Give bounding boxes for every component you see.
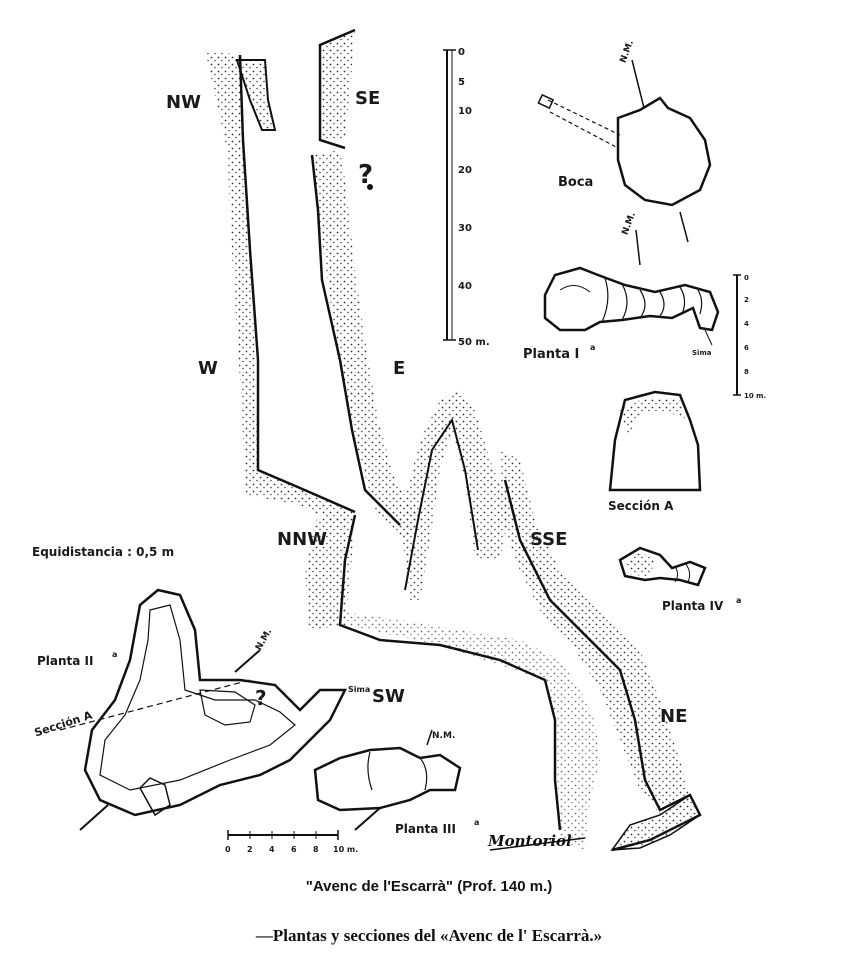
- central-pillar-line: [404, 417, 479, 591]
- bottom-boulders: [610, 793, 701, 851]
- sse-ne-band: [500, 450, 690, 820]
- scale-tick-40: 40: [458, 281, 472, 292]
- bottom-tick-4: 4: [269, 845, 275, 854]
- main-depth-scale: 0 5 10 20 30 40 50 m.: [443, 47, 490, 348]
- small-tick-0: 0: [744, 274, 749, 282]
- label-e: E: [393, 358, 405, 379]
- west-wall-line: [238, 54, 356, 514]
- north-label-planta-3: N.M.: [432, 731, 455, 741]
- signature-text: Montoriol: [487, 832, 572, 850]
- label-equidistancia: Equidistancia : 0,5 m: [32, 545, 174, 559]
- north-label-planta-1: N.M.: [621, 211, 638, 236]
- label-sse: SSE: [530, 529, 567, 550]
- se-wall-line: [318, 28, 356, 150]
- scale-tick-10: 10: [458, 106, 472, 117]
- seccion-a: Sección A: [608, 390, 702, 513]
- label-planta-4: Planta IV: [662, 599, 724, 613]
- label-w: W: [198, 358, 218, 379]
- figure-inner-caption: "Avenc de l'Escarrà" (Prof. 140 m.): [305, 878, 553, 895]
- planta-4: Planta IV a: [618, 546, 741, 613]
- figure-caption: —Plantas y secciones del «Avenc de l' Es…: [255, 926, 603, 945]
- label-nw: NW: [166, 92, 201, 113]
- bottom-tick-8: 8: [313, 845, 319, 854]
- boca-plan: N.M. Boca: [537, 39, 712, 243]
- planta-1: N.M. Planta I a Sima: [523, 211, 720, 362]
- scale-tick-30: 30: [458, 223, 472, 234]
- question-mark-2: ?: [255, 686, 267, 710]
- label-boca: Boca: [558, 175, 593, 190]
- small-tick-4: 4: [744, 320, 749, 328]
- label-planta-2-sup: a: [112, 650, 117, 659]
- label-planta-1: Planta I: [523, 347, 579, 362]
- central-pillar: [400, 390, 510, 600]
- label-nnw: NNW: [277, 529, 327, 550]
- bottom-tick-0: 0: [225, 845, 231, 854]
- se-wall-band: [320, 30, 355, 140]
- label-planta-1-sup: a: [590, 343, 595, 352]
- scale-tick-0: 0: [458, 47, 465, 58]
- bottom-tick-10: 10 m.: [333, 845, 358, 854]
- east-wall-line: [310, 154, 401, 526]
- label-planta-2: Planta II: [37, 654, 94, 668]
- lower-band: [305, 610, 600, 850]
- small-tick-8: 8: [744, 368, 749, 376]
- small-tick-6: 6: [744, 344, 749, 352]
- scale-tick-50: 50 m.: [458, 337, 490, 348]
- label-planta-3: Planta III: [395, 822, 456, 836]
- bottom-tick-6: 6: [291, 845, 297, 854]
- label-sima-2: Sima: [348, 685, 370, 694]
- small-depth-scale: 0 2 4 6 8 10 m.: [733, 274, 766, 400]
- scale-tick-20: 20: [458, 165, 472, 176]
- east-wall-band: [312, 150, 420, 540]
- small-tick-10: 10 m.: [744, 392, 766, 400]
- label-se: SE: [355, 88, 380, 109]
- label-sw: SW: [372, 686, 405, 707]
- label-planta-4-sup: a: [736, 596, 741, 605]
- label-ne: NE: [660, 706, 687, 727]
- nw-lobe: [235, 59, 277, 131]
- bottom-scale: 0 2 4 6 8 10 m.: [225, 830, 358, 854]
- label-seccion-a: Sección A: [608, 499, 674, 513]
- scale-tick-5: 5: [458, 77, 465, 88]
- main-section: NW SE W E NNW SSE SW NE ?: [166, 28, 702, 852]
- bottom-tick-2: 2: [247, 845, 253, 854]
- label-planta-3-sup: a: [474, 818, 479, 827]
- west-wall-band: [205, 50, 355, 525]
- small-tick-2: 2: [744, 296, 749, 304]
- north-label-planta-2: N.M.: [254, 627, 274, 652]
- north-label-boca: N.M.: [619, 39, 636, 64]
- label-sima-1: Sima: [692, 349, 712, 357]
- question-mark-1: ?: [358, 160, 373, 190]
- signature: Montoriol: [487, 832, 586, 851]
- planta-3: N.M. Planta III a: [313, 729, 479, 836]
